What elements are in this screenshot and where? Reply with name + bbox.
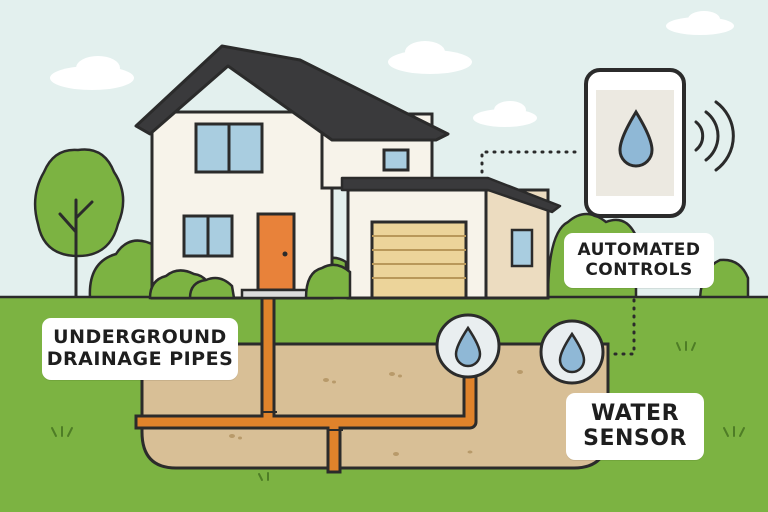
drainage-label-line2: DRAINAGE PIPES bbox=[46, 347, 234, 370]
smartphone-icon bbox=[584, 68, 735, 218]
water-sensor-label: WATER SENSOR bbox=[566, 393, 704, 460]
roof bbox=[134, 44, 450, 142]
soil-pebbles bbox=[229, 370, 523, 456]
grass-tufts bbox=[51, 341, 745, 481]
door-step bbox=[240, 288, 312, 300]
front-door bbox=[256, 212, 296, 292]
controls-label-line2: CONTROLS bbox=[585, 259, 693, 280]
sensor-icon bbox=[435, 313, 501, 379]
drainage-pipes-label: UNDERGROUND DRAINAGE PIPES bbox=[42, 318, 238, 380]
house-icon bbox=[134, 44, 450, 300]
wireless-signal-icon bbox=[694, 100, 735, 172]
garage-icon bbox=[340, 176, 562, 300]
cloud-icon bbox=[50, 11, 734, 127]
sensor-icon bbox=[539, 319, 605, 385]
garage-door bbox=[370, 220, 468, 300]
water-drop-icon bbox=[618, 109, 654, 168]
front-shrubs bbox=[148, 263, 352, 300]
sensor-label-line1: WATER bbox=[590, 401, 680, 426]
sensor-label-line2: SENSOR bbox=[583, 426, 687, 452]
automated-controls-label: AUTOMATED CONTROLS bbox=[564, 233, 714, 289]
tree-icon bbox=[33, 148, 125, 300]
drainage-label-line1: UNDERGROUND bbox=[53, 326, 227, 348]
signal-connector bbox=[480, 150, 636, 356]
controls-label-line1: AUTOMATED bbox=[577, 240, 701, 260]
